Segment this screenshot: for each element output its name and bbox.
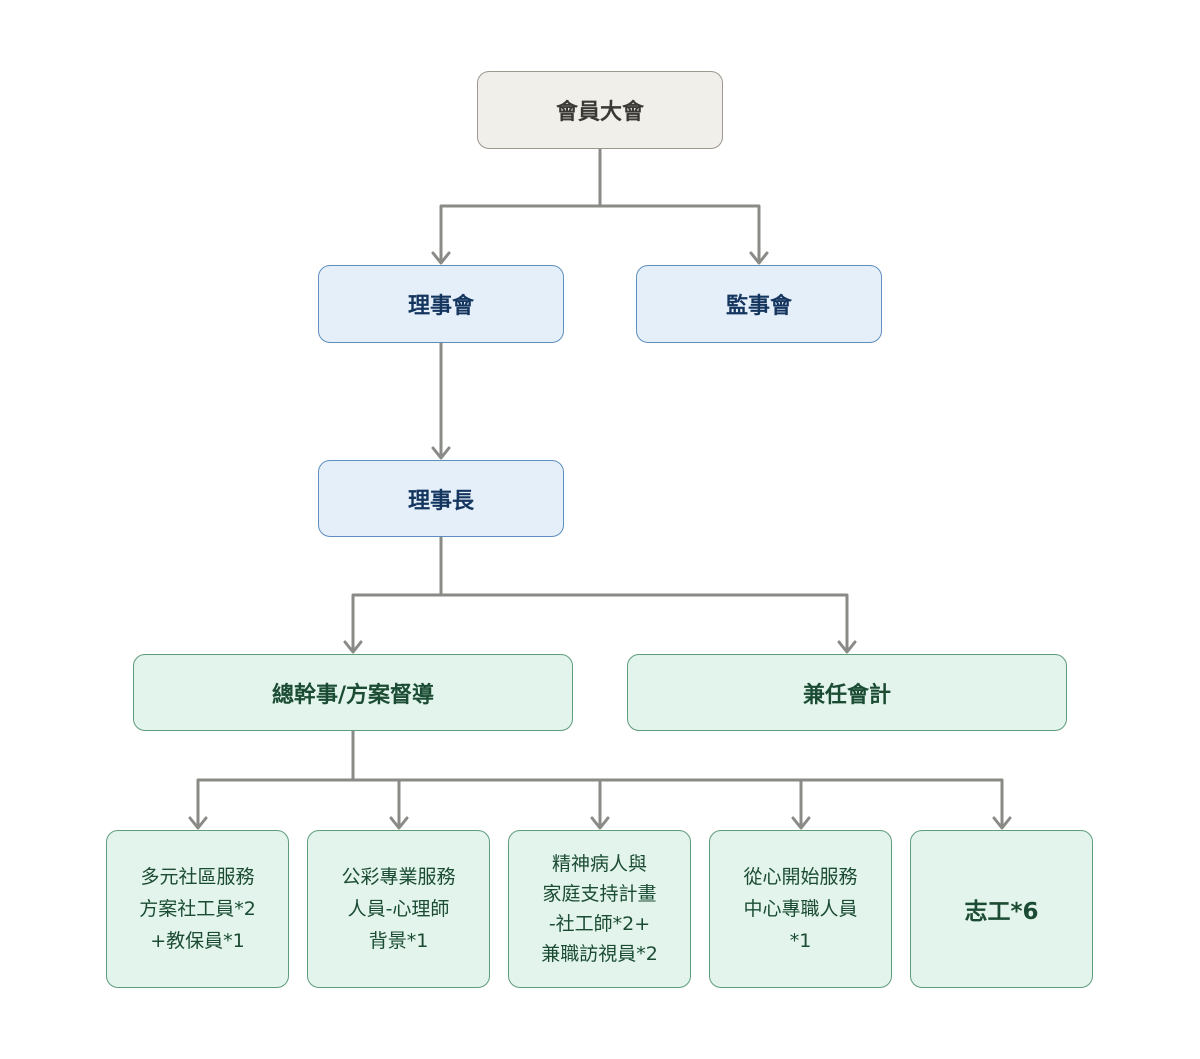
arrow-to-volunteers [992, 816, 1012, 830]
arrow-to-chairperson [431, 446, 451, 460]
node-community-service: 多元社區服務 方案社工員*2 +教保員*1 [106, 830, 289, 988]
node-label: 精神病人與 家庭支持計畫 -社工師*2+ 兼職訪視員*2 [541, 853, 658, 965]
node-label: 多元社區服務 方案社工員*2 +教保員*1 [139, 866, 256, 952]
node-general-assembly: 會員大會 [477, 71, 723, 149]
node-label: 總幹事/方案督導 [271, 682, 435, 708]
node-label: 會員大會 [555, 100, 644, 125]
arrow-to-board-of-directors [431, 251, 451, 265]
node-congxin-center: 從心開始服務 中心專職人員 *1 [709, 830, 892, 988]
node-gongcai-service: 公彩專業服務 人員-心理師 背景*1 [307, 830, 490, 988]
node-volunteers: 志工*6 [910, 830, 1093, 988]
connector-assembly-trunk [439, 147, 761, 264]
connector-secretary-trunk [196, 729, 1004, 829]
arrow-to-secretary-general [343, 640, 363, 654]
node-label: 兼任會計 [802, 682, 891, 708]
node-board-of-directors: 理事會 [318, 265, 564, 343]
node-label: 理事長 [407, 488, 474, 514]
node-accountant: 兼任會計 [627, 654, 1067, 731]
node-label: 公彩專業服務 人員-心理師 背景*1 [341, 866, 456, 952]
node-chairperson: 理事長 [318, 460, 564, 537]
connector-chair-trunk [351, 535, 849, 653]
arrow-to-gongcai-service [389, 816, 409, 830]
arrow-to-board-of-supervisors [749, 251, 769, 265]
arrow-to-congxin-center [791, 816, 811, 830]
node-mental-illness-family: 精神病人與 家庭支持計畫 -社工師*2+ 兼職訪視員*2 [508, 830, 691, 988]
node-label: 理事會 [407, 294, 474, 319]
node-board-of-supervisors: 監事會 [636, 265, 882, 343]
node-label: 從心開始服務 中心專職人員 *1 [743, 866, 858, 952]
arrow-to-mental-illness-family [590, 816, 610, 830]
node-label: 志工*6 [964, 899, 1039, 925]
node-secretary-general: 總幹事/方案督導 [133, 654, 573, 731]
arrow-to-accountant [837, 640, 857, 654]
node-label: 監事會 [725, 294, 792, 319]
arrow-to-community-service [188, 816, 208, 830]
